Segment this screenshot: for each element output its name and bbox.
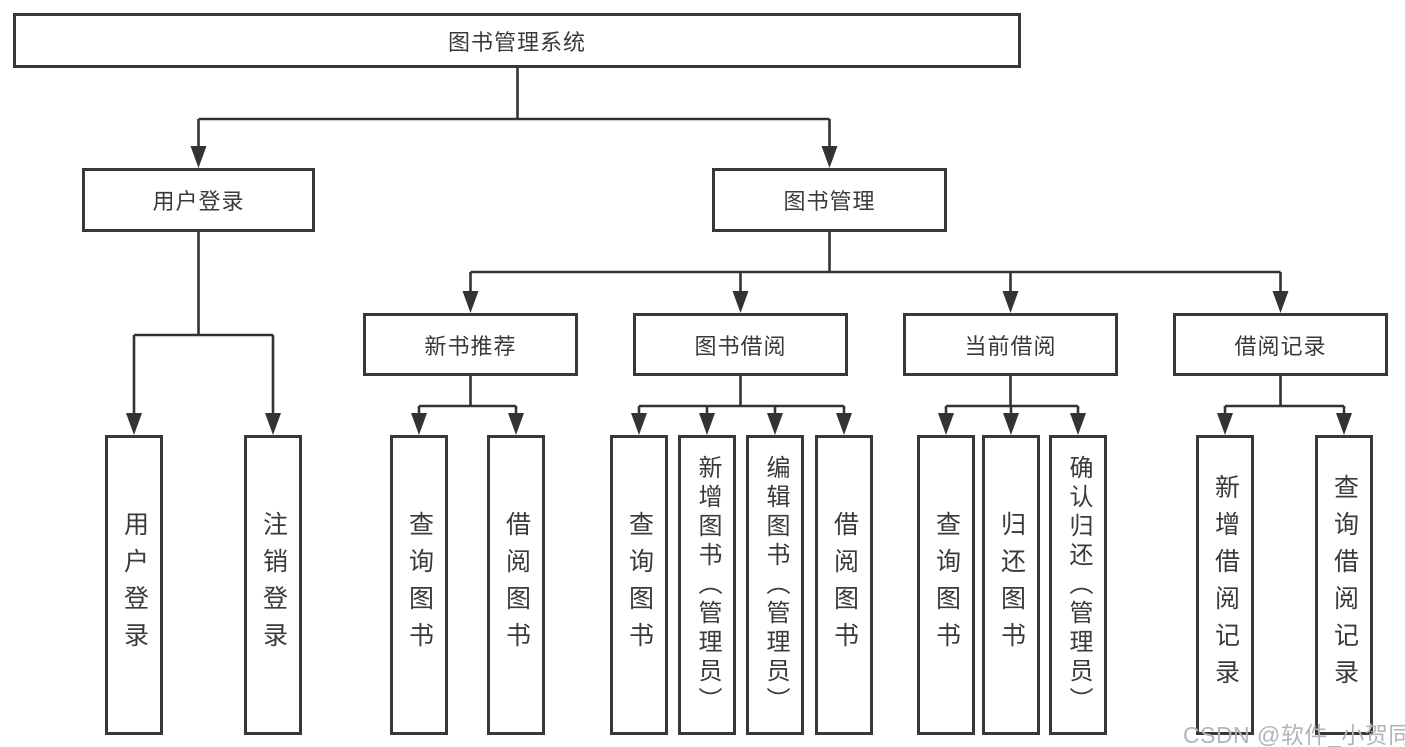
csdn-watermark: CSDN @软件_小贺同学	[1183, 722, 1405, 747]
node-book-management-branch: 图书管理	[712, 168, 947, 232]
node-label: 当前借阅	[964, 333, 1057, 359]
node-leaf-logout: 注销登录	[244, 435, 302, 735]
node-label: 借阅图书	[502, 511, 531, 659]
node-leaf-query-books-borrow: 查询图书	[610, 435, 668, 735]
node-root-system: 图书管理系统	[13, 13, 1021, 68]
node-leaf-borrow-books: 借阅图书	[815, 435, 873, 735]
node-label: 用户登录	[152, 189, 245, 214]
node-label: 借阅记录	[1234, 333, 1327, 359]
node-leaf-query-books-current: 查询图书	[917, 435, 975, 735]
node-current-borrow: 当前借阅	[903, 313, 1118, 376]
node-user-login-branch: 用户登录	[82, 168, 315, 232]
node-label: 查询图书	[405, 511, 434, 659]
node-label: 图书管理	[783, 189, 876, 214]
node-label: 新增借阅记录	[1211, 474, 1240, 696]
node-label: 新书推荐	[424, 333, 517, 359]
node-leaf-return-book: 归还图书	[982, 435, 1040, 735]
node-borrow-records: 借阅记录	[1173, 313, 1388, 376]
node-leaf-query-books-recommend: 查询图书	[390, 435, 448, 735]
node-leaf-edit-book-admin: 编辑图书（管理员）	[746, 435, 804, 735]
node-book-borrow: 图书借阅	[633, 313, 848, 376]
node-label: 确认归还（管理员）	[1065, 454, 1092, 716]
node-leaf-add-borrow-record: 新增借阅记录	[1196, 435, 1254, 735]
node-leaf-add-book-admin: 新增图书（管理员）	[678, 435, 736, 735]
node-label: 借阅图书	[830, 511, 859, 659]
node-label: 用户登录	[120, 511, 149, 659]
node-label: 注销登录	[259, 511, 288, 659]
node-label: 查询图书	[625, 511, 654, 659]
node-label: 归还图书	[997, 511, 1026, 659]
node-label: 查询图书	[932, 511, 961, 659]
node-leaf-user-login: 用户登录	[105, 435, 163, 735]
node-label: 图书借阅	[694, 333, 787, 359]
node-leaf-borrow-books-recommend: 借阅图书	[487, 435, 545, 735]
node-label: 查询借阅记录	[1330, 474, 1359, 696]
node-leaf-confirm-return-admin: 确认归还（管理员）	[1049, 435, 1107, 735]
node-label: 新增图书（管理员）	[694, 454, 721, 716]
node-new-book-recommend: 新书推荐	[363, 313, 578, 376]
node-leaf-query-borrow-record: 查询借阅记录	[1315, 435, 1373, 735]
node-label: 编辑图书（管理员）	[762, 454, 789, 716]
node-label: 图书管理系统	[447, 29, 586, 55]
